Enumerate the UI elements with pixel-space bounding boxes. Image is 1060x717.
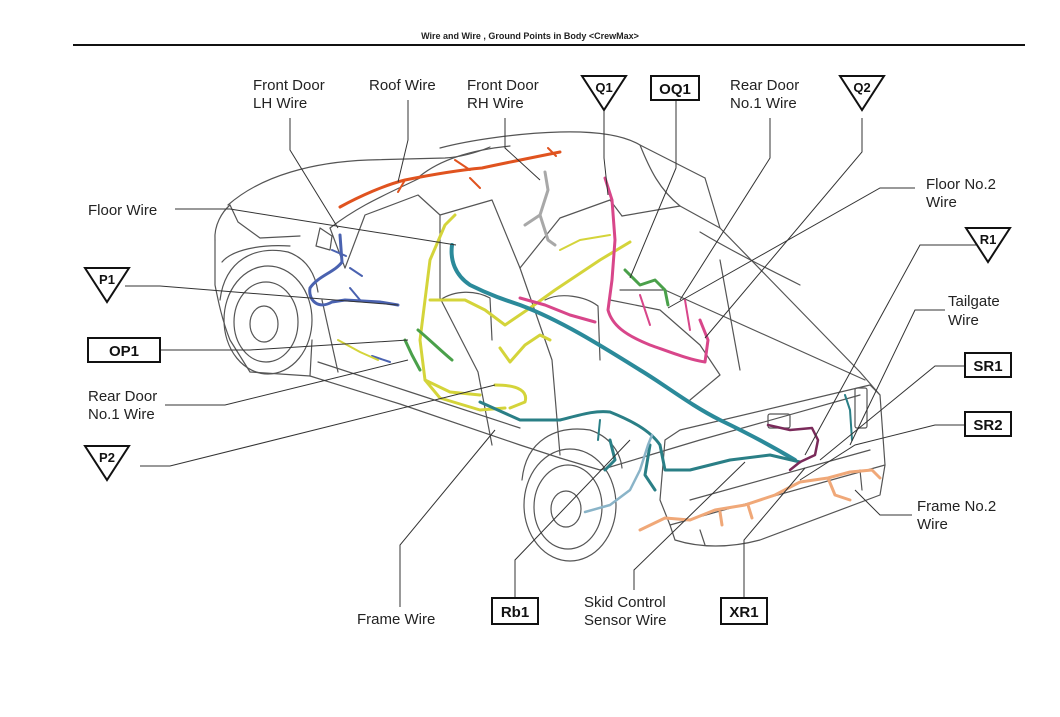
page-title: Wire and Wire , Ground Points in Body <C… bbox=[421, 31, 639, 41]
svg-text:OQ1: OQ1 bbox=[659, 81, 691, 98]
svg-text:SR1: SR1 bbox=[973, 358, 1002, 375]
label-frame-wire: Frame Wire bbox=[357, 611, 435, 628]
front-door-lh-wire bbox=[308, 233, 400, 307]
connector-op1: OP1 bbox=[87, 337, 161, 363]
label-floor-no2: Floor No.2 Wire bbox=[926, 176, 1000, 211]
rear-door-no1-wire bbox=[518, 176, 710, 364]
label-rear-door-no1-left: Rear Door No.1 Wire bbox=[88, 388, 161, 423]
leader-lines bbox=[125, 98, 989, 607]
label-front-door-rh: Front Door RH Wire bbox=[467, 77, 543, 112]
svg-text:R1: R1 bbox=[980, 232, 997, 247]
svg-text:XR1: XR1 bbox=[729, 604, 758, 621]
svg-text:Q2: Q2 bbox=[853, 80, 870, 95]
tailgate-wire bbox=[766, 423, 820, 472]
floor-no2-wire bbox=[449, 243, 797, 462]
frame-wire bbox=[478, 400, 802, 492]
connector-sr2: SR2 bbox=[964, 411, 1012, 437]
ground-point-p1: P1 bbox=[83, 267, 131, 304]
ground-point-q1: Q1 bbox=[580, 75, 628, 112]
svg-text:OP1: OP1 bbox=[109, 343, 139, 360]
connector-labels: OQ1 OP1 SR1 SR2 Rb1 XR1 bbox=[87, 75, 1012, 625]
truck-outline bbox=[214, 131, 886, 562]
ground-points: Q1 Q2 R1 P1 P2 bbox=[83, 75, 1012, 482]
label-floor-wire: Floor Wire bbox=[88, 202, 157, 219]
ground-point-r1: R1 bbox=[964, 227, 1012, 264]
connector-sr1: SR1 bbox=[964, 352, 1012, 378]
rear-door-no1-wire-green bbox=[403, 268, 670, 372]
svg-text:SR2: SR2 bbox=[973, 417, 1002, 434]
skid-control-wire bbox=[583, 433, 654, 514]
frame-no2-wire bbox=[638, 468, 882, 532]
ground-point-q2: Q2 bbox=[838, 75, 886, 112]
wire-harnesses bbox=[308, 147, 882, 532]
connector-rb1: Rb1 bbox=[491, 597, 539, 625]
label-skid-control: Skid Control Sensor Wire bbox=[584, 594, 670, 629]
connector-oq1: OQ1 bbox=[650, 75, 700, 101]
label-frame-no2: Frame No.2 Wire bbox=[917, 498, 1000, 533]
connector-xr1: XR1 bbox=[720, 597, 768, 625]
label-front-door-lh: Front Door LH Wire bbox=[253, 77, 329, 112]
label-tailgate: Tailgate Wire bbox=[948, 293, 1004, 329]
svg-text:P2: P2 bbox=[99, 450, 115, 465]
svg-text:Rb1: Rb1 bbox=[501, 604, 529, 621]
label-rear-door-no1-top: Rear Door No.1 Wire bbox=[730, 77, 803, 112]
label-roof-wire: Roof Wire bbox=[369, 77, 436, 94]
ground-point-p2: P2 bbox=[83, 445, 131, 482]
front-door-rh-wire bbox=[523, 170, 557, 247]
floor-wire bbox=[418, 213, 632, 412]
title-rule bbox=[73, 44, 1025, 46]
svg-text:P1: P1 bbox=[99, 272, 115, 287]
svg-text:Q1: Q1 bbox=[595, 80, 612, 95]
